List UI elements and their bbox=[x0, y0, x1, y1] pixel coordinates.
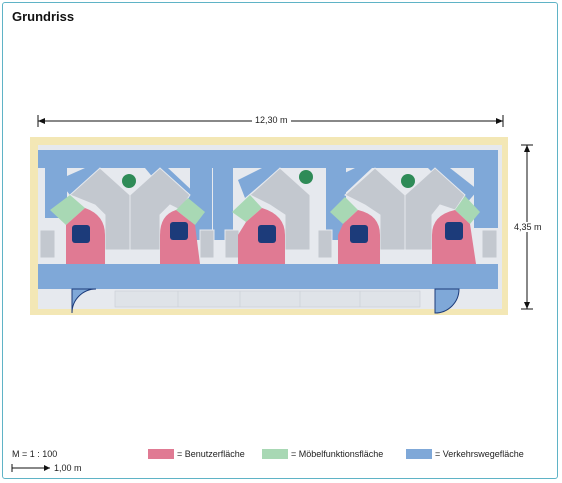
page-title: Grundriss bbox=[12, 9, 75, 24]
width-label: 12,30 m bbox=[252, 115, 291, 125]
plant-icon bbox=[122, 170, 415, 188]
scale-bar-label: 1,00 m bbox=[54, 463, 82, 473]
legend-label: = Benutzerfläche bbox=[177, 449, 245, 459]
desk-group bbox=[39, 167, 498, 259]
legend-swatch bbox=[262, 449, 288, 459]
height-label: 4,35 m bbox=[511, 222, 545, 232]
furniture-area bbox=[50, 195, 480, 225]
legend-swatch bbox=[148, 449, 174, 459]
door-icon bbox=[71, 288, 460, 314]
scale-ratio: M = 1 : 100 bbox=[12, 449, 58, 459]
legend-item-furniture-area: = Möbelfunktionsfläche bbox=[262, 449, 383, 459]
legend-item-user-area: = Benutzerfläche bbox=[148, 449, 245, 459]
scale-bar bbox=[11, 464, 50, 472]
legend-label: = Möbelfunktionsfläche bbox=[291, 449, 384, 459]
legend-label: = Verkehrswegefläche bbox=[435, 449, 524, 459]
legend-item-traffic-area: = Verkehrswegefläche bbox=[406, 449, 524, 459]
chair-icon bbox=[72, 222, 463, 243]
legend-swatch bbox=[406, 449, 432, 459]
